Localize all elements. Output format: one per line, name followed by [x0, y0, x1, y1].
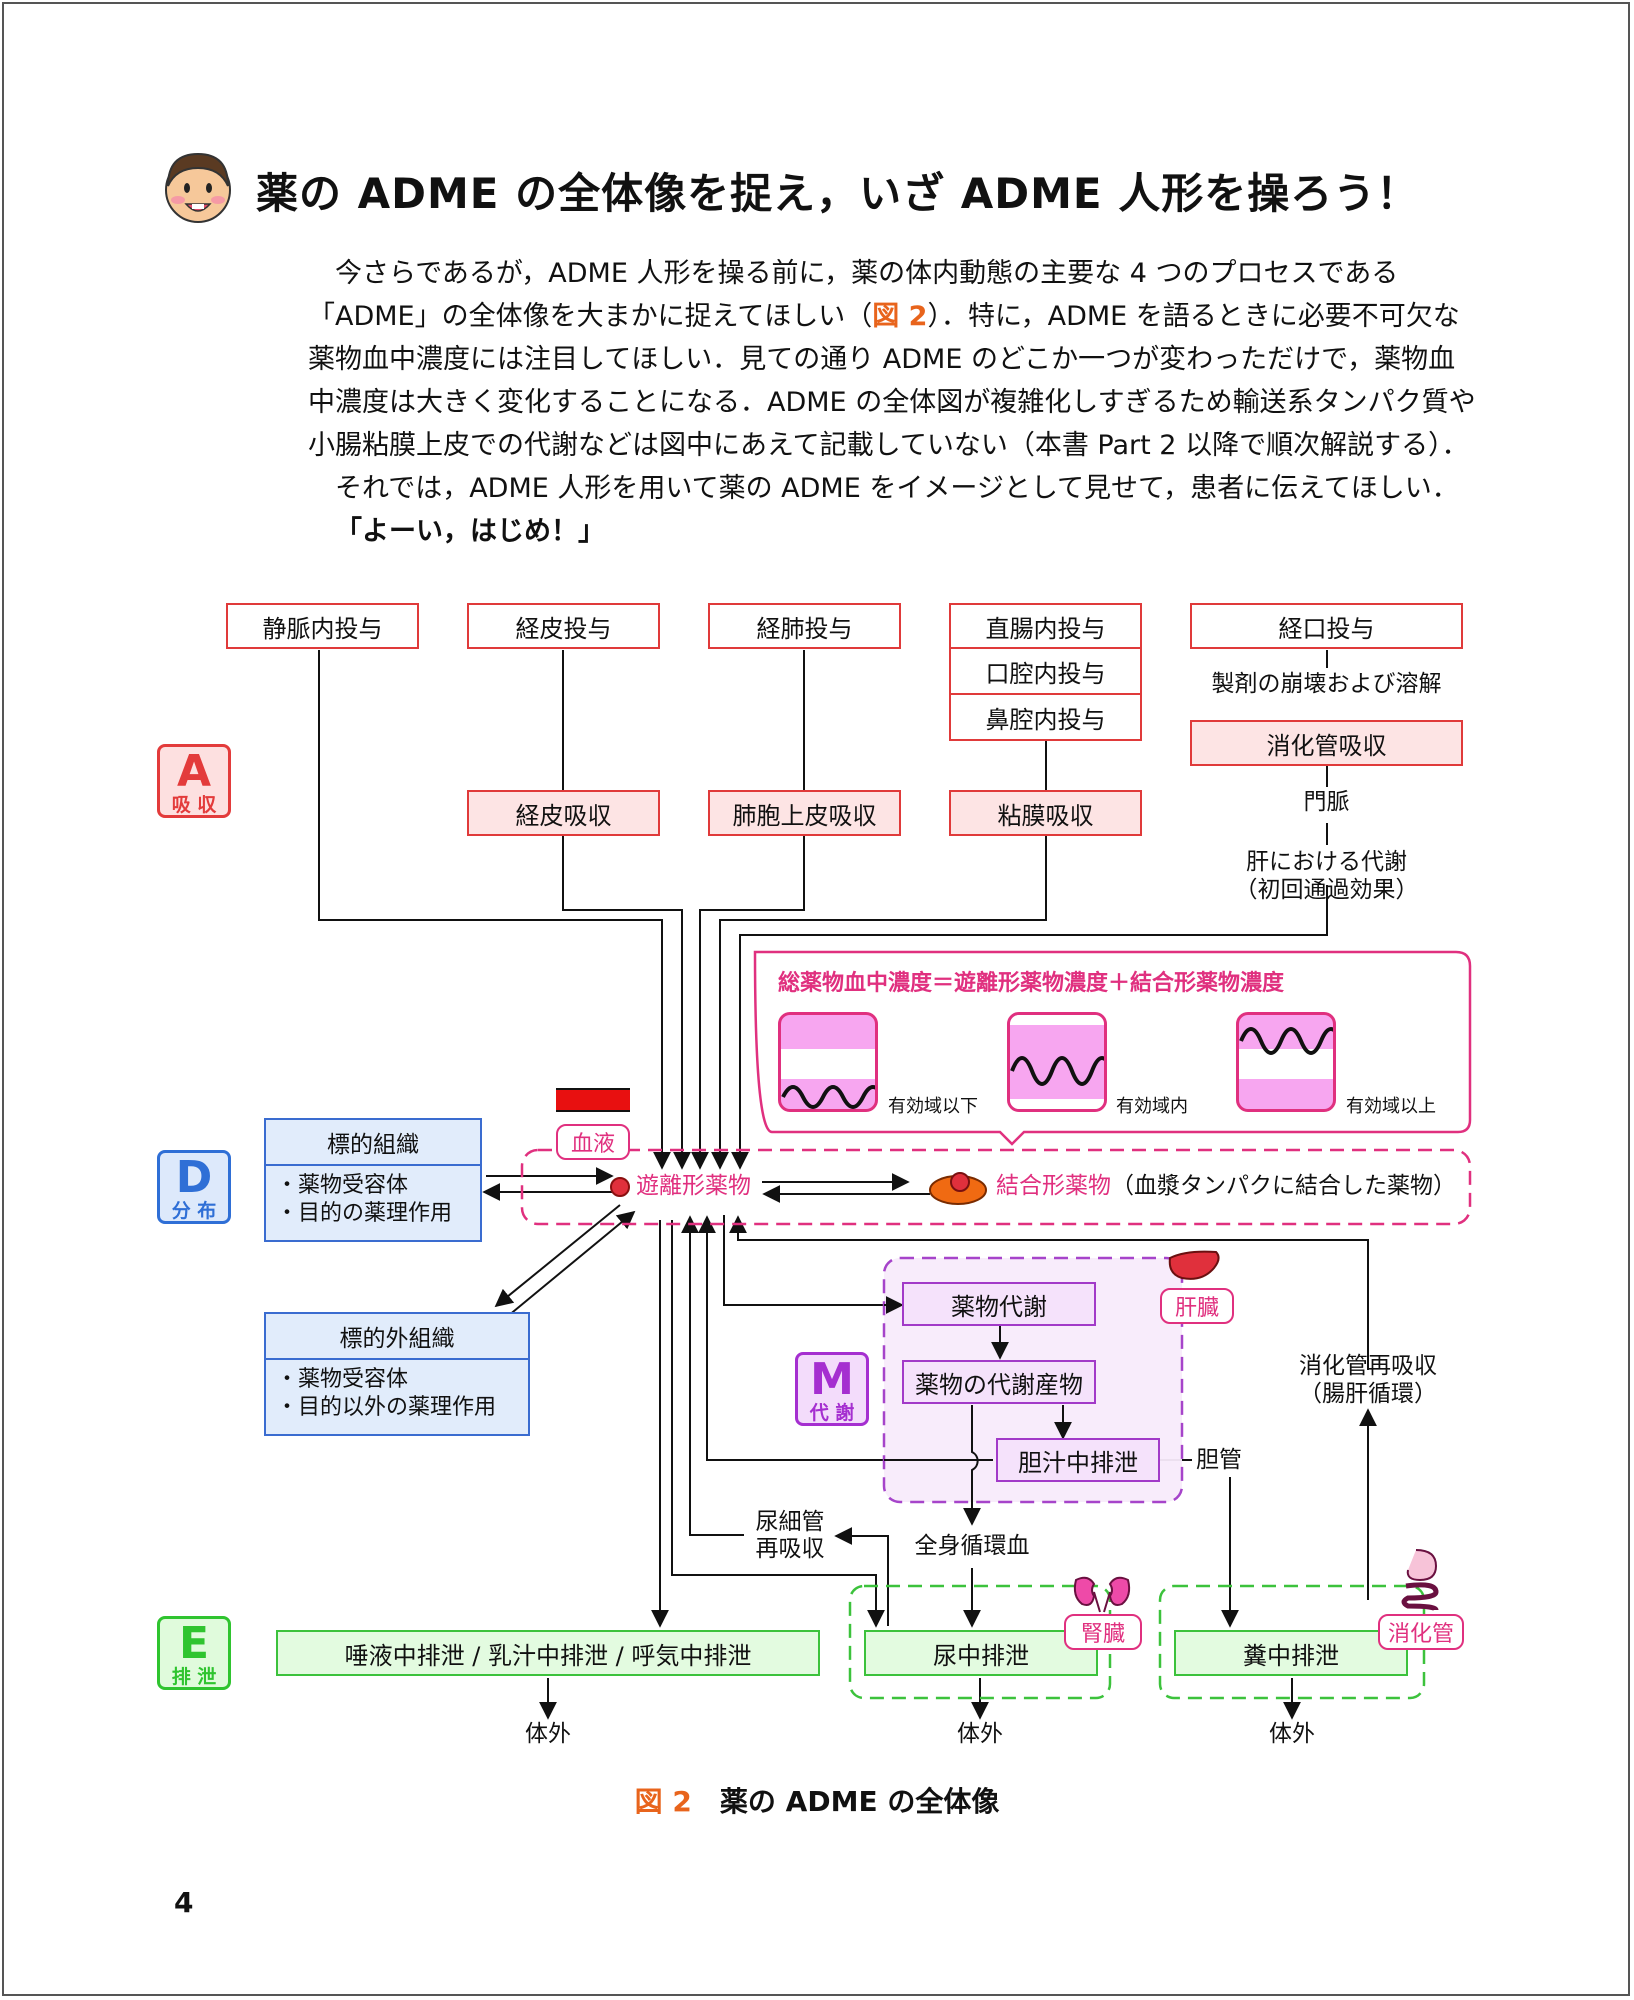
mascot-face-icon: [160, 148, 236, 224]
intro-p1a: 今さらであるが，ADME 人形を操る前に，薬の体内動態の主要な 4 つのプロセス…: [308, 258, 1399, 332]
figure-ref: 図 2: [872, 301, 928, 332]
liver-icon: [1166, 1248, 1222, 1284]
bound-drug-icon: [928, 1166, 988, 1206]
target-tissue-title: 標的組織: [266, 1120, 480, 1166]
caption-number: 図 2: [634, 1785, 692, 1818]
free-drug-dot-icon: [610, 1177, 630, 1197]
portal-vein-label: 門脈: [1303, 789, 1350, 815]
saliva-excretion-box: 唾液中排泄 / 乳汁中排泄 / 呼気中排泄: [276, 1630, 820, 1676]
tubular-label-2: 再吸収: [755, 1536, 825, 1562]
outside-label-2: 体外: [957, 1721, 1003, 1747]
concentration-above-label: 有効域以上: [1346, 1096, 1436, 1117]
concentration-within-label: 有効域内: [1116, 1096, 1188, 1117]
enterohepatic-label-2: （腸肝循環）: [1299, 1381, 1437, 1407]
target-item-2: ・目的の薬理作用: [276, 1201, 453, 1226]
metabolites-box: 薬物の代謝産物: [902, 1360, 1096, 1404]
intro-p1b: ）．特に，ADME を語るときに必要不可欠な薬物血中濃度には注目してほしい．見て…: [308, 301, 1476, 461]
blood-bar-icon: [556, 1088, 630, 1112]
offtarget-item-2: ・目的以外の薬理作用: [276, 1395, 497, 1420]
intro-p3: 「よーい，はじめ！」: [335, 516, 605, 547]
bile-duct-label: 胆管: [1196, 1447, 1242, 1473]
intro-p2: それでは，ADME 人形を用いて薬の ADME をイメージとして見せて，患者に伝…: [335, 473, 1459, 504]
route-rectal: 直腸内投与: [949, 603, 1142, 649]
systemic-label: 全身循環血: [914, 1533, 1030, 1559]
mucosal-absorption-box: 粘膜吸収: [949, 790, 1142, 836]
outside-label-1: 体外: [525, 1721, 571, 1747]
biliary-excretion-box: 胆汁中排泄: [996, 1438, 1160, 1482]
concentration-below-label: 有効域以下: [888, 1096, 978, 1117]
urine-excretion-box: 尿中排泄: [864, 1630, 1098, 1676]
first-pass-label: （初回通過効果）: [1234, 877, 1419, 903]
concentration-below-chart: [778, 1012, 878, 1112]
offtarget-tissue-box: 標的外組織 ・薬物受容体 ・目的以外の薬理作用: [264, 1312, 530, 1436]
gi-tract-tag: 消化管: [1378, 1614, 1464, 1650]
caption-text: 薬の ADME の全体像: [719, 1785, 1000, 1818]
route-nasal: 鼻腔内投与: [949, 695, 1142, 741]
enterohepatic-label-1: 消化管再吸収: [1299, 1353, 1437, 1379]
route-oral-cavity: 口腔内投与: [949, 649, 1142, 695]
gi-absorption-box: 消化管吸収: [1190, 720, 1463, 766]
skin-absorption-box: 経皮吸収: [467, 790, 660, 836]
concentration-within-chart: [1007, 1012, 1107, 1112]
alveolar-absorption-box: 肺胞上皮吸収: [708, 790, 901, 836]
tubular-label-1: 尿細管: [755, 1509, 825, 1535]
route-transdermal: 経皮投与: [467, 603, 660, 649]
target-item-1: ・薬物受容体: [276, 1173, 409, 1198]
dissolution-label: 製剤の崩壊および溶解: [1211, 671, 1442, 697]
liver-tag: 肝臓: [1160, 1288, 1234, 1324]
drug-metabolism-box: 薬物代謝: [902, 1282, 1096, 1326]
route-oral: 経口投与: [1190, 603, 1463, 649]
blood-tag: 血液: [556, 1124, 630, 1160]
offtarget-tissue-title: 標的外組織: [266, 1314, 528, 1360]
feces-excretion-box: 糞中排泄: [1174, 1630, 1408, 1676]
route-pulmonary: 経肺投与: [708, 603, 901, 649]
target-tissue-box: 標的組織 ・薬物受容体 ・目的の薬理作用: [264, 1118, 482, 1242]
free-drug-label: 遊離形薬物: [636, 1173, 751, 1199]
route-iv: 静脈内投与: [226, 603, 419, 649]
kidney-icon: [1070, 1572, 1134, 1614]
bound-drug-label: 結合形薬物（血漿タンパクに結合した薬物）: [996, 1173, 1456, 1199]
offtarget-item-1: ・薬物受容体: [276, 1367, 409, 1392]
concentration-above-chart: [1236, 1012, 1336, 1112]
concentration-formula: 総薬物血中濃度＝遊離形薬物濃度＋結合形薬物濃度: [778, 971, 1285, 996]
outside-label-3: 体外: [1269, 1721, 1315, 1747]
hepatic-metabolism-label: 肝における代謝: [1246, 849, 1407, 875]
gi-tract-icon: [1396, 1546, 1446, 1614]
page-title: 薬の ADME の全体像を捉え，いざ ADME 人形を操ろう！: [256, 169, 1420, 218]
page-number: 4: [174, 1886, 194, 1919]
intro-text: 今さらであるが，ADME 人形を操る前に，薬の体内動態の主要な 4 つのプロセス…: [308, 252, 1478, 553]
figure-caption: 図 2 薬の ADME の全体像: [0, 1780, 1634, 1820]
kidney-tag: 腎臓: [1064, 1614, 1142, 1650]
